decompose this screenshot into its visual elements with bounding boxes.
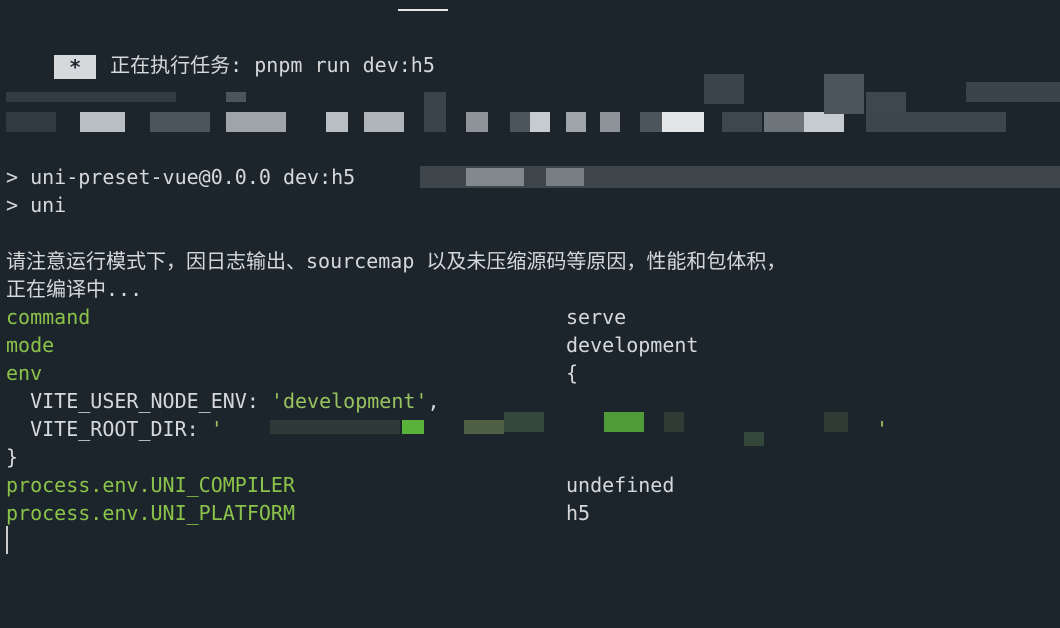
process-key-uni-platform: process.env.UNI_PLATFORM bbox=[6, 501, 295, 525]
redacted-fragment bbox=[804, 112, 844, 132]
redacted-fragment bbox=[566, 112, 586, 132]
redacted-fragment bbox=[546, 168, 584, 186]
redacted-fragment bbox=[704, 74, 744, 104]
compiling-line: 正在编译中... bbox=[6, 277, 143, 301]
config-value-env: { bbox=[566, 361, 579, 385]
redacted-fragment bbox=[824, 412, 848, 432]
config-value-command: serve bbox=[566, 305, 627, 329]
script-line-2: > uni bbox=[6, 193, 67, 217]
text-cursor bbox=[6, 526, 8, 554]
process-value-uni-compiler: undefined bbox=[566, 473, 675, 497]
redacted-fragment bbox=[466, 112, 488, 132]
env-quote-close: ' bbox=[876, 417, 889, 441]
script-line-1: > uni-preset-vue@0.0.0 dev:h5 bbox=[6, 165, 356, 189]
redacted-fragment bbox=[764, 112, 804, 132]
env-close-brace: } bbox=[6, 445, 19, 469]
redacted-fragment bbox=[640, 112, 662, 132]
redacted-fragment bbox=[866, 92, 906, 112]
redacted-fragment bbox=[510, 112, 530, 132]
redacted-fragment bbox=[226, 92, 246, 102]
redacted-fragment bbox=[464, 420, 504, 434]
task-badge: * bbox=[54, 54, 97, 79]
env-key: VITE_ROOT_DIR: bbox=[6, 417, 211, 441]
redacted-fragment bbox=[744, 432, 764, 446]
redacted-fragment bbox=[604, 412, 644, 432]
redacted-fragment bbox=[420, 166, 1060, 188]
config-key-mode: mode bbox=[6, 333, 55, 357]
redacted-fragment bbox=[364, 112, 404, 132]
redacted-fragment bbox=[662, 112, 704, 132]
redacted-fragment bbox=[722, 112, 762, 132]
task-header: * 正在执行任务: pnpm run dev:h5 bbox=[6, 23, 435, 79]
env-vite-root-dir: VITE_ROOT_DIR: ' bbox=[6, 415, 223, 443]
redacted-fragment bbox=[824, 74, 864, 114]
notice-line: 请注意运行模式下，因日志输出、sourcemap 以及未压缩源码等原因，性能和包… bbox=[6, 249, 787, 273]
env-quote-open: ' bbox=[210, 417, 223, 441]
redacted-fragment bbox=[530, 112, 550, 132]
env-vite-user-node-env: VITE_USER_NODE_ENV: 'development', bbox=[6, 387, 440, 415]
config-value-mode: development bbox=[566, 333, 699, 357]
env-value: 'development' bbox=[270, 389, 428, 413]
redacted-fragment bbox=[600, 112, 620, 132]
redacted-fragment bbox=[424, 92, 446, 132]
redacted-fragment bbox=[664, 412, 684, 432]
redacted-fragment bbox=[270, 420, 400, 434]
redacted-fragment bbox=[966, 82, 1060, 102]
redacted-fragment bbox=[6, 92, 176, 102]
redacted-fragment bbox=[80, 112, 125, 132]
redacted-fragment bbox=[6, 112, 56, 132]
process-value-uni-platform: h5 bbox=[566, 501, 591, 525]
redacted-fragment bbox=[866, 112, 1006, 132]
task-title: 正在执行任务: pnpm run dev:h5 bbox=[110, 53, 435, 77]
config-key-env: env bbox=[6, 361, 43, 385]
env-key: VITE_USER_NODE_ENV: bbox=[6, 389, 271, 413]
redacted-fragment bbox=[226, 112, 286, 132]
config-key-command: command bbox=[6, 305, 91, 329]
redacted-fragment bbox=[466, 168, 524, 186]
redacted-fragment bbox=[326, 112, 348, 132]
active-tab-indicator bbox=[398, 9, 448, 11]
redacted-fragment bbox=[150, 112, 210, 132]
redacted-fragment bbox=[504, 412, 544, 432]
redacted-fragment bbox=[402, 420, 424, 434]
process-key-uni-compiler: process.env.UNI_COMPILER bbox=[6, 473, 295, 497]
env-comma: , bbox=[427, 389, 440, 413]
